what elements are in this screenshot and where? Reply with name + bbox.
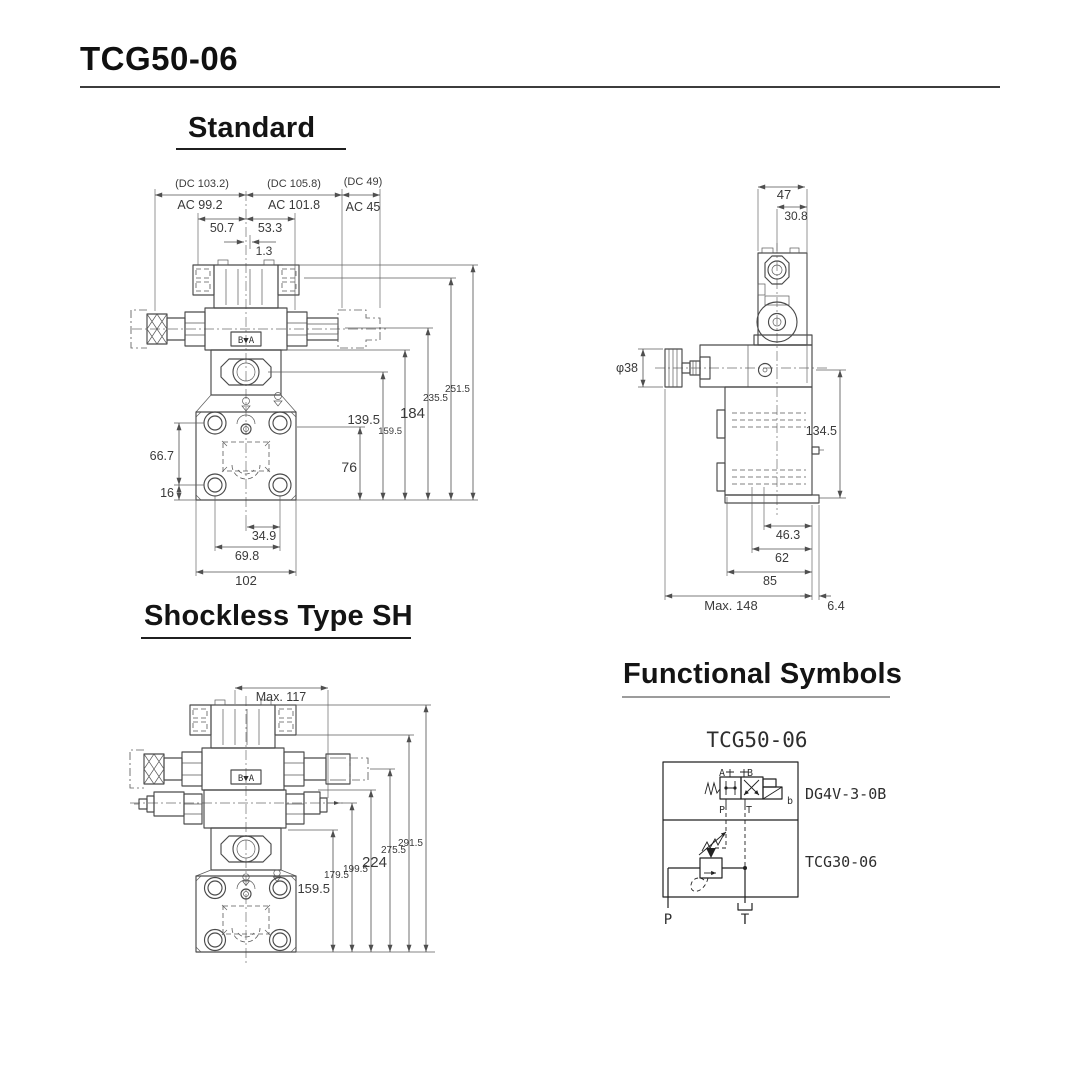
dim-159-5: 159.5 bbox=[297, 881, 330, 896]
tcg30-model-label: TCG30-06 bbox=[805, 853, 877, 871]
dim-53-3: 53.3 bbox=[258, 221, 282, 235]
main-port-p-label: P bbox=[664, 912, 672, 928]
port-b-label: B bbox=[747, 768, 753, 779]
dim-134-5: 134.5 bbox=[806, 424, 837, 438]
shockless-underline bbox=[141, 637, 411, 639]
dim-159-5: 159.5 bbox=[378, 426, 402, 437]
dim-ac-right: AC 45 bbox=[346, 200, 381, 214]
dim-ac-left: AC 99.2 bbox=[177, 198, 222, 212]
dim-139-5: 139.5 bbox=[347, 412, 380, 427]
dim-184: 184 bbox=[400, 405, 425, 422]
tcg30-relief-valve-symbol: P T bbox=[664, 831, 753, 928]
dim-30-8: 30.8 bbox=[784, 209, 808, 223]
port-t-label: T bbox=[746, 805, 752, 816]
dim-max-117: Max. 117 bbox=[256, 690, 307, 704]
dim-max-148: Max. 148 bbox=[704, 598, 757, 613]
dim-dc-right: (DC 49) bbox=[344, 176, 383, 188]
centerlines bbox=[130, 696, 344, 964]
dg4v-valve-symbol: b A B P T bbox=[704, 768, 793, 816]
standard-underline bbox=[176, 148, 346, 150]
brand-nameplate: B▼A bbox=[238, 774, 255, 784]
dim-291-5: 291.5 bbox=[398, 838, 423, 849]
dim-34-9: 34.9 bbox=[252, 529, 276, 543]
port-glyphs bbox=[241, 392, 283, 412]
pilot-lines bbox=[714, 806, 746, 866]
shockless-heading: Shockless Type SH bbox=[144, 600, 413, 632]
shockless-dimensions: Max. 117 159.5 179.5 199.5 224 275.5 291… bbox=[234, 685, 435, 953]
standard-heading: Standard bbox=[188, 112, 316, 144]
dim-251-5: 251.5 bbox=[445, 384, 470, 395]
dim-235-5: 235.5 bbox=[423, 393, 448, 404]
dim-50-7: 50.7 bbox=[210, 221, 234, 235]
shockless-view-drawing: Max. 117 159.5 179.5 199.5 224 275.5 291… bbox=[129, 685, 435, 964]
side-view-drawing: 47 30.8 φ38 134.5 46.3 62 85 Max. 148 6.… bbox=[616, 184, 846, 613]
dim-47: 47 bbox=[777, 187, 791, 202]
page-title: TCG50-06 bbox=[80, 40, 239, 77]
functional-heading: Functional Symbols bbox=[623, 658, 903, 690]
valve-outline bbox=[664, 247, 824, 504]
functional-model-label: TCG50-06 bbox=[706, 728, 807, 752]
functional-underline bbox=[622, 696, 890, 698]
dim-69-8: 69.8 bbox=[235, 549, 259, 563]
dg4v-model-label: DG4V-3-0B bbox=[805, 785, 886, 803]
port-a-label: A bbox=[719, 768, 725, 779]
solenoid-b-label: b bbox=[787, 796, 793, 807]
dim-16: 16 bbox=[160, 486, 174, 500]
dim-6-4: 6.4 bbox=[827, 599, 844, 613]
dim-66-7: 66.7 bbox=[150, 449, 174, 463]
dim-1-3: 1.3 bbox=[256, 244, 273, 258]
symbol-outer-box bbox=[662, 761, 799, 898]
standard-dimensions: (DC 103.2) AC 99.2 (DC 105.8) AC 101.8 (… bbox=[150, 176, 478, 588]
dim-224: 224 bbox=[362, 854, 387, 871]
main-port-t-label: T bbox=[741, 912, 750, 928]
centerlines bbox=[655, 243, 830, 515]
dim-85: 85 bbox=[763, 574, 777, 588]
dim-dia38: φ38 bbox=[616, 361, 638, 375]
port-p-label: P bbox=[719, 805, 725, 816]
dim-179-5: 179.5 bbox=[324, 870, 349, 881]
valve-outline bbox=[129, 699, 369, 953]
title-rule bbox=[80, 86, 1000, 88]
dim-46-3: 46.3 bbox=[776, 528, 800, 542]
dim-275-5: 275.5 bbox=[381, 845, 406, 856]
dim-62: 62 bbox=[775, 551, 789, 565]
dim-dc-mid: (DC 105.8) bbox=[267, 178, 321, 190]
centerlines bbox=[132, 191, 386, 517]
standard-front-view-drawing: (DC 103.2) AC 99.2 (DC 105.8) AC 101.8 (… bbox=[130, 176, 478, 588]
functional-symbols-diagram: TCG50-06 b A B P T bbox=[662, 728, 886, 928]
dim-76: 76 bbox=[341, 459, 357, 475]
dim-199-5: 199.5 bbox=[343, 864, 368, 875]
brand-nameplate: B▼A bbox=[238, 336, 255, 346]
dim-ac-mid: AC 101.8 bbox=[268, 198, 320, 212]
dim-102: 102 bbox=[235, 573, 257, 588]
dim-dc-left: (DC 103.2) bbox=[175, 178, 229, 190]
side-dimensions: 47 30.8 φ38 134.5 46.3 62 85 Max. 148 6.… bbox=[616, 184, 846, 613]
